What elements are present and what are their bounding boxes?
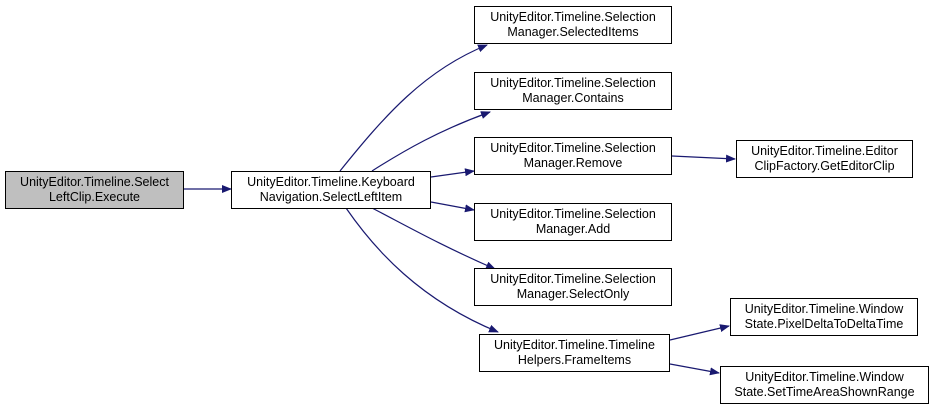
edge-frame-items-to-pixel-delta [669, 324, 730, 341]
node-selection-manager-select-only[interactable]: UnityEditor.Timeline.Selection Manager.S… [474, 268, 672, 306]
node-label-line1: UnityEditor.Timeline.Selection [490, 10, 656, 24]
node-timeline-helpers-frame-items[interactable]: UnityEditor.Timeline.Timeline Helpers.Fr… [479, 334, 670, 372]
node-label-line1: UnityEditor.Timeline.Editor [751, 144, 898, 158]
node-label-line2: Manager.Contains [522, 91, 624, 105]
node-label-line2: Helpers.FrameItems [517, 353, 632, 367]
node-label-line2: Manager.Add [535, 222, 611, 236]
edge-select-left-item-to-contains [371, 111, 491, 172]
node-label-line2: Manager.SelectedItems [507, 25, 639, 39]
node-label-line2: Manager.SelectOnly [516, 287, 630, 301]
node-label-line2: State.SetTimeAreaShownRange [734, 385, 915, 399]
node-selection-manager-contains[interactable]: UnityEditor.Timeline.Selection Manager.C… [474, 72, 672, 110]
node-selection-manager-remove[interactable]: UnityEditor.Timeline.Selection Manager.R… [474, 137, 672, 175]
node-label-line2: LeftClip.Execute [48, 190, 141, 204]
node-label-line1: UnityEditor.Timeline.Selection [490, 141, 656, 155]
node-window-state-pixel-delta-to-delta-time[interactable]: UnityEditor.Timeline.Window State.PixelD… [730, 298, 918, 336]
node-label-line2: Manager.Remove [523, 156, 623, 170]
node-selection-manager-add[interactable]: UnityEditor.Timeline.Selection Manager.A… [474, 203, 672, 241]
node-label-line2: Navigation.SelectLeftItem [259, 190, 403, 204]
node-keyboard-navigation-select-left-item[interactable]: UnityEditor.Timeline.Keyboard Navigation… [231, 171, 431, 209]
edge-select-left-item-to-frame-items [345, 207, 499, 333]
node-label-line2: ClipFactory.GetEditorClip [754, 159, 895, 173]
node-label-line1: UnityEditor.Timeline.Window [745, 370, 904, 384]
node-label-line1: UnityEditor.Timeline.Selection [490, 272, 656, 286]
edge-frame-items-to-set-time-area [669, 363, 720, 376]
node-label-line1: UnityEditor.Timeline.Select [20, 175, 169, 189]
edge-select-left-item-to-select-only [371, 207, 496, 270]
edge-remove-to-get-editor-clip [671, 154, 736, 163]
edge-select-left-item-to-remove [430, 168, 475, 178]
node-window-state-set-time-area-shown-range[interactable]: UnityEditor.Timeline.Window State.SetTim… [720, 366, 929, 404]
node-select-left-clip-execute: UnityEditor.Timeline.Select LeftClip.Exe… [5, 171, 184, 209]
node-label-line1: UnityEditor.Timeline.Selection [490, 207, 656, 221]
node-label-line2: State.PixelDeltaToDeltaTime [744, 317, 904, 331]
edge-select-left-item-to-selected-items [339, 44, 488, 172]
node-label-line1: UnityEditor.Timeline.Window [744, 302, 904, 316]
edge-select-left-item-to-add [430, 201, 475, 213]
node-label-line1: UnityEditor.Timeline.Keyboard [247, 175, 415, 189]
node-editor-clip-factory-get-editor-clip[interactable]: UnityEditor.Timeline.Editor ClipFactory.… [736, 140, 913, 178]
node-selection-manager-selected-items[interactable]: UnityEditor.Timeline.Selection Manager.S… [474, 6, 672, 44]
node-label-line1: UnityEditor.Timeline.Timeline [494, 338, 655, 352]
node-label-line1: UnityEditor.Timeline.Selection [490, 76, 656, 90]
